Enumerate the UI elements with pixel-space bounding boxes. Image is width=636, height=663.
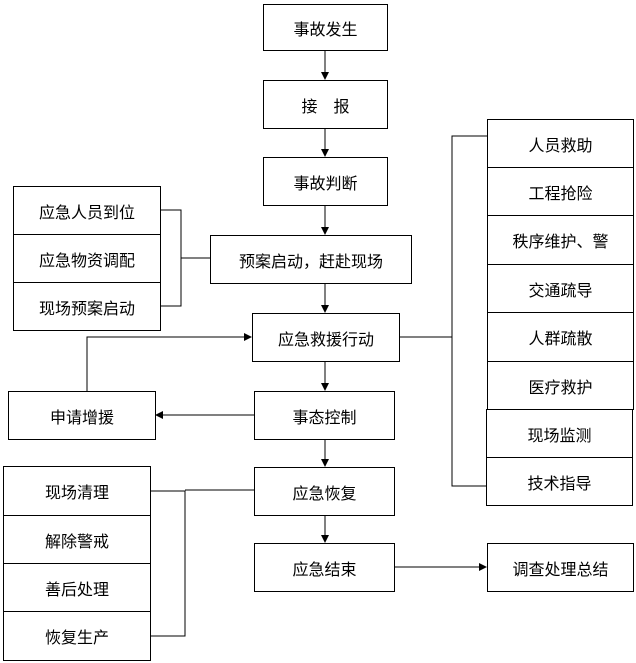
step-rescue-action: 应急救援行动 bbox=[252, 313, 400, 362]
recovery-item: 恢复生产 bbox=[3, 611, 151, 661]
plan-item: 现场预案启动 bbox=[13, 282, 161, 331]
step-report: 接 报 bbox=[263, 80, 388, 129]
rescue-item: 人群疏散 bbox=[487, 312, 634, 362]
bracket-plan-items bbox=[160, 209, 182, 307]
rescue-item: 医疗救护 bbox=[487, 361, 634, 410]
recovery-item: 善后处理 bbox=[3, 563, 151, 612]
rescue-item: 秩序维护、警 bbox=[487, 215, 634, 265]
rescue-item: 人员救助 bbox=[487, 119, 634, 168]
investigation-summary: 调查处理总结 bbox=[487, 543, 634, 592]
request-reinforcement: 申请增援 bbox=[8, 391, 156, 440]
step-judgement: 事故判断 bbox=[263, 157, 388, 206]
step-plan-start: 预案启动，赶赴现场 bbox=[210, 235, 412, 284]
rescue-item: 技术指导 bbox=[486, 457, 633, 506]
step-situation-control: 事态控制 bbox=[254, 391, 395, 440]
plan-item: 应急人员到位 bbox=[13, 186, 161, 235]
step-occurrence: 事故发生 bbox=[263, 4, 388, 51]
rescue-item: 交通疏导 bbox=[487, 264, 634, 313]
rescue-item: 现场监测 bbox=[486, 409, 633, 458]
arrow-reinforcement-rescue bbox=[86, 333, 252, 391]
plan-item: 应急物资调配 bbox=[13, 234, 161, 283]
bracket-recovery-items bbox=[150, 490, 186, 637]
bracket-rescue-items bbox=[451, 135, 487, 487]
step-recovery: 应急恢复 bbox=[254, 467, 395, 516]
recovery-item: 解除警戒 bbox=[3, 515, 151, 564]
rescue-item: 工程抢险 bbox=[487, 167, 634, 216]
step-end: 应急结束 bbox=[254, 543, 395, 592]
recovery-item: 现场清理 bbox=[3, 466, 151, 516]
